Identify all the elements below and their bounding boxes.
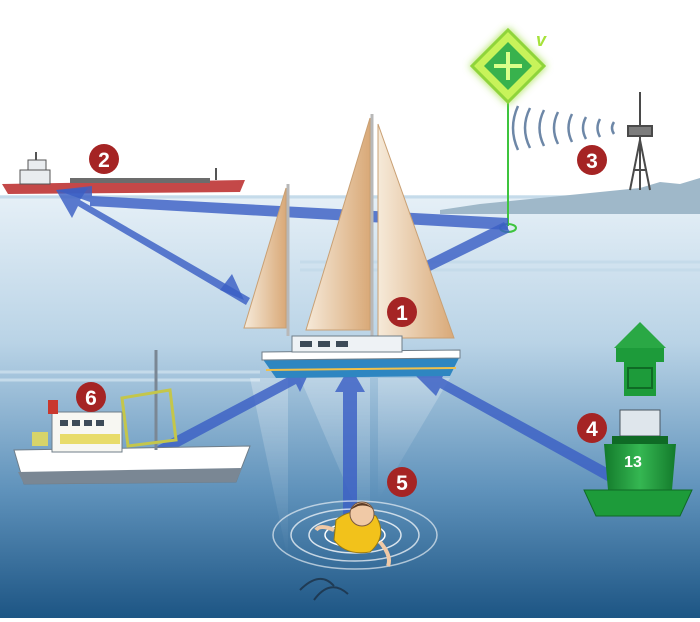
marker-6-label: 6 xyxy=(85,387,97,410)
buoy-number: 13 xyxy=(624,454,642,471)
marker-2: 2 xyxy=(89,144,119,174)
beacon-diamond xyxy=(469,27,547,105)
radio-waves xyxy=(511,105,616,151)
coastline xyxy=(440,178,700,214)
marker-4: 4 xyxy=(577,413,607,443)
marker-2-label: 2 xyxy=(98,149,110,172)
person-in-water xyxy=(272,500,438,601)
channel-buoy xyxy=(583,322,693,517)
marker-1: 1 xyxy=(387,297,417,327)
marker-3: 3 xyxy=(577,145,607,175)
marker-6: 6 xyxy=(76,382,106,412)
marker-5-label: 5 xyxy=(396,472,408,495)
marker-1-label: 1 xyxy=(396,302,408,325)
fishing-trawler xyxy=(13,350,251,485)
sailing-yacht xyxy=(243,114,461,378)
beacon-letter: v xyxy=(536,30,547,50)
marker-3-label: 3 xyxy=(586,150,598,173)
radio-mast xyxy=(627,92,653,191)
marker-5: 5 xyxy=(387,467,417,497)
marker-4-label: 4 xyxy=(586,418,598,441)
